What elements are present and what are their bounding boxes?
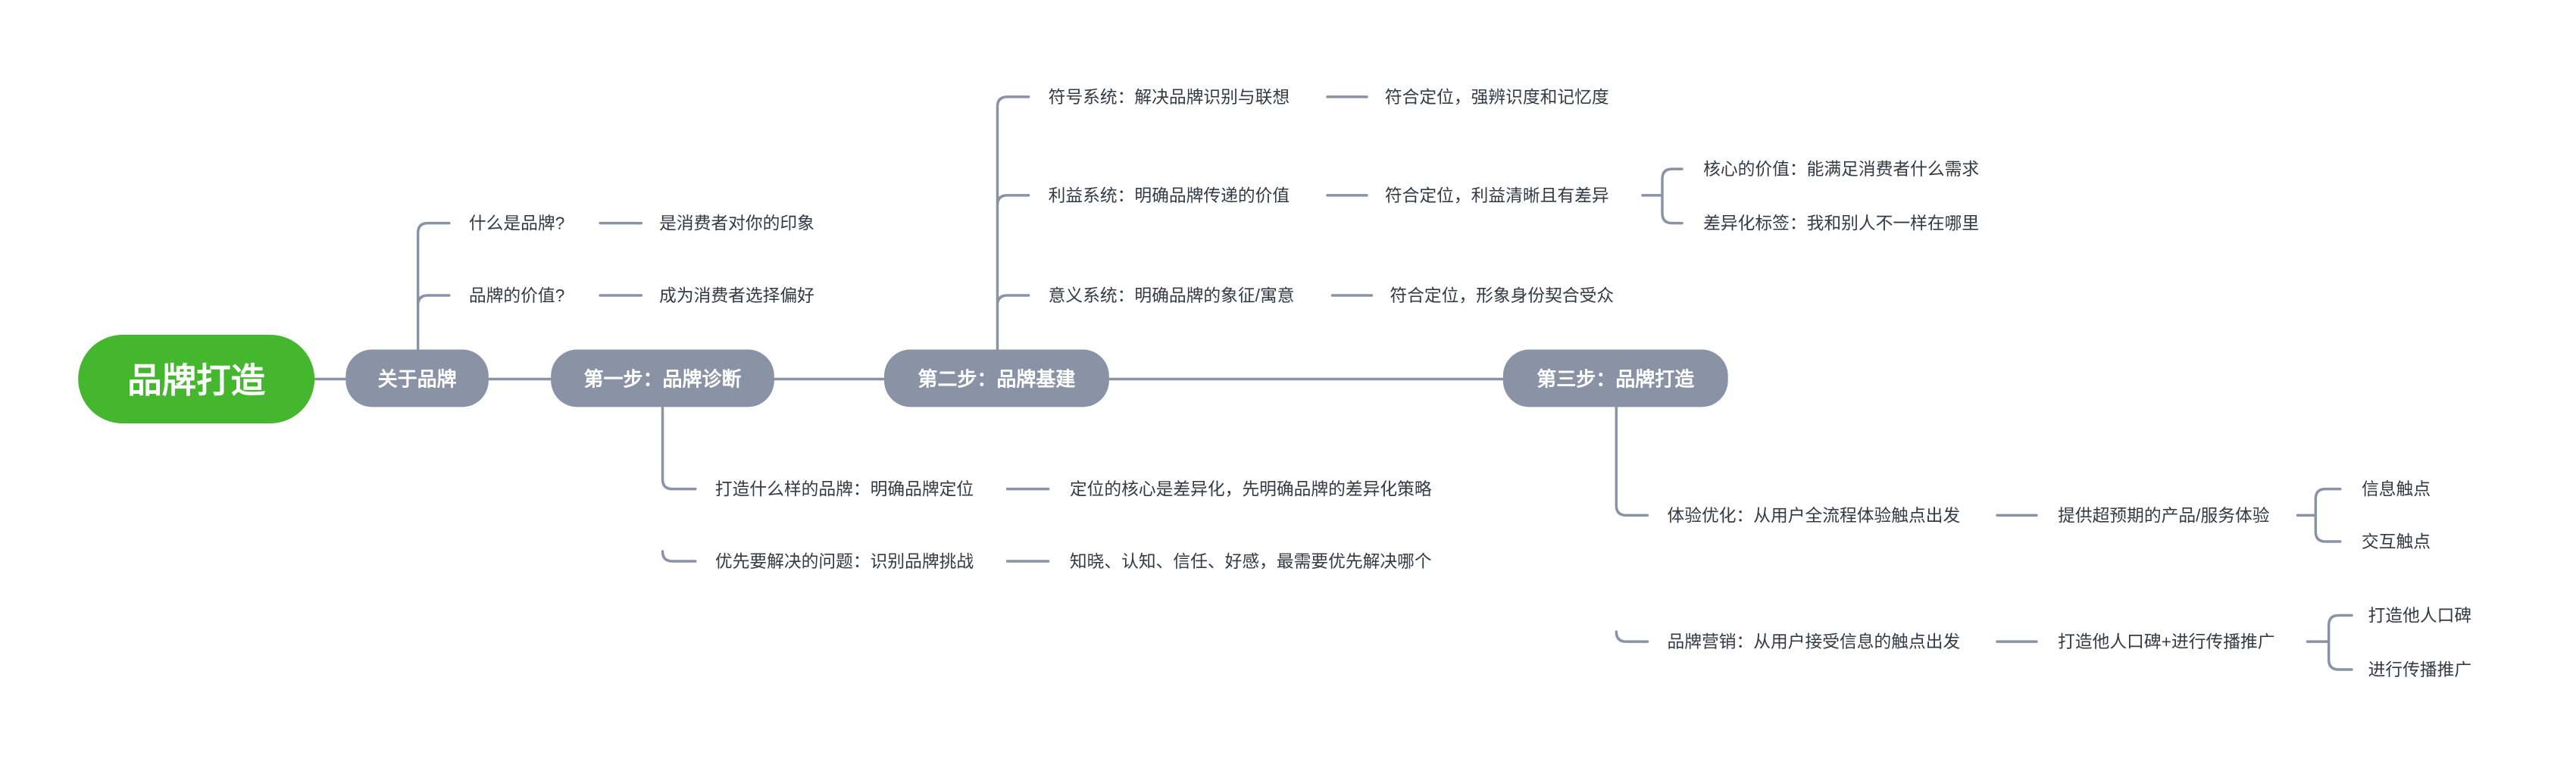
detail-node[interactable]: 提供超预期的产品/服务体验 [2058, 505, 2270, 525]
topic-node-step1[interactable]: 第一步：品牌诊断 [551, 349, 774, 407]
subtopic-node[interactable]: 利益系统：明确品牌传递的价值 [1049, 186, 1290, 205]
leaf-node[interactable]: 进行传播推广 [2368, 660, 2472, 679]
root-node[interactable]: 品牌打造 [78, 335, 315, 423]
topic-label: 第一步：品牌诊断 [583, 368, 741, 391]
connector [1326, 95, 1374, 297]
connector [1005, 487, 1050, 563]
subtopic-node[interactable]: 优先要解决的问题：识别品牌挑战 [715, 551, 974, 571]
bracket-connector [1641, 167, 1683, 225]
leaf-node[interactable]: 交互触点 [2362, 532, 2431, 551]
detail-node[interactable]: 成为消费者选择偏好 [659, 286, 814, 305]
detail-node[interactable]: 符合定位，强辨识度和记忆度 [1385, 87, 1609, 107]
leaf-node[interactable]: 核心的价值：能满足消费者什么需求 [1703, 159, 1979, 179]
detail-node[interactable]: 打造他人口碑+进行传播推广 [2058, 632, 2274, 651]
leaf-node[interactable]: 打造他人口碑 [2368, 605, 2472, 625]
subtopic-node[interactable]: 体验优化：从用户全流程体验触点出发 [1668, 505, 1961, 525]
connectors [313, 95, 2353, 671]
subtopic-node[interactable]: 什么是品牌? [469, 214, 564, 233]
topic-node-about-brand[interactable]: 关于品牌 [345, 349, 489, 407]
topic-label: 关于品牌 [378, 368, 457, 391]
subtopic-node[interactable]: 品牌营销：从用户接受信息的触点出发 [1668, 632, 1961, 651]
bracket-connector [2296, 487, 2342, 543]
connector [599, 221, 643, 297]
connector [1615, 405, 1649, 643]
detail-node[interactable]: 知晓、认知、信任、好感，最需要优先解决哪个 [1070, 551, 1432, 571]
detail-node[interactable]: 定位的核心是差异化，先明确品牌的差异化策略 [1070, 479, 1432, 499]
subtopic-node[interactable]: 打造什么样的品牌：明确品牌定位 [715, 479, 974, 499]
connector [661, 405, 697, 563]
leaf-node[interactable]: 信息触点 [2362, 479, 2431, 499]
topic-node-step3[interactable]: 第三步：品牌打造 [1502, 349, 1728, 407]
topic-label: 第三步：品牌打造 [1537, 368, 1694, 391]
topic-label: 第二步：品牌基建 [918, 368, 1075, 391]
subtopic-node[interactable]: 品牌的价值? [469, 286, 564, 305]
detail-node[interactable]: 符合定位，形象身份契合受众 [1390, 286, 1614, 305]
connector [996, 95, 1030, 351]
connector [416, 221, 451, 351]
subtopic-node[interactable]: 意义系统：明确品牌的象征/寓意 [1049, 286, 1295, 305]
subtopic-node[interactable]: 符号系统：解决品牌识别与联想 [1049, 87, 1290, 107]
root-label: 品牌打造 [127, 361, 266, 400]
detail-node[interactable]: 符合定位，利益清晰且有差异 [1385, 186, 1609, 205]
connector [1996, 514, 2038, 643]
topic-node-step2[interactable]: 第二步：品牌基建 [884, 349, 1109, 407]
bracket-connector [2306, 613, 2353, 671]
detail-node[interactable]: 是消费者对你的印象 [659, 214, 814, 233]
leaf-node[interactable]: 差异化标签：我和别人不一样在哪里 [1703, 214, 1979, 233]
